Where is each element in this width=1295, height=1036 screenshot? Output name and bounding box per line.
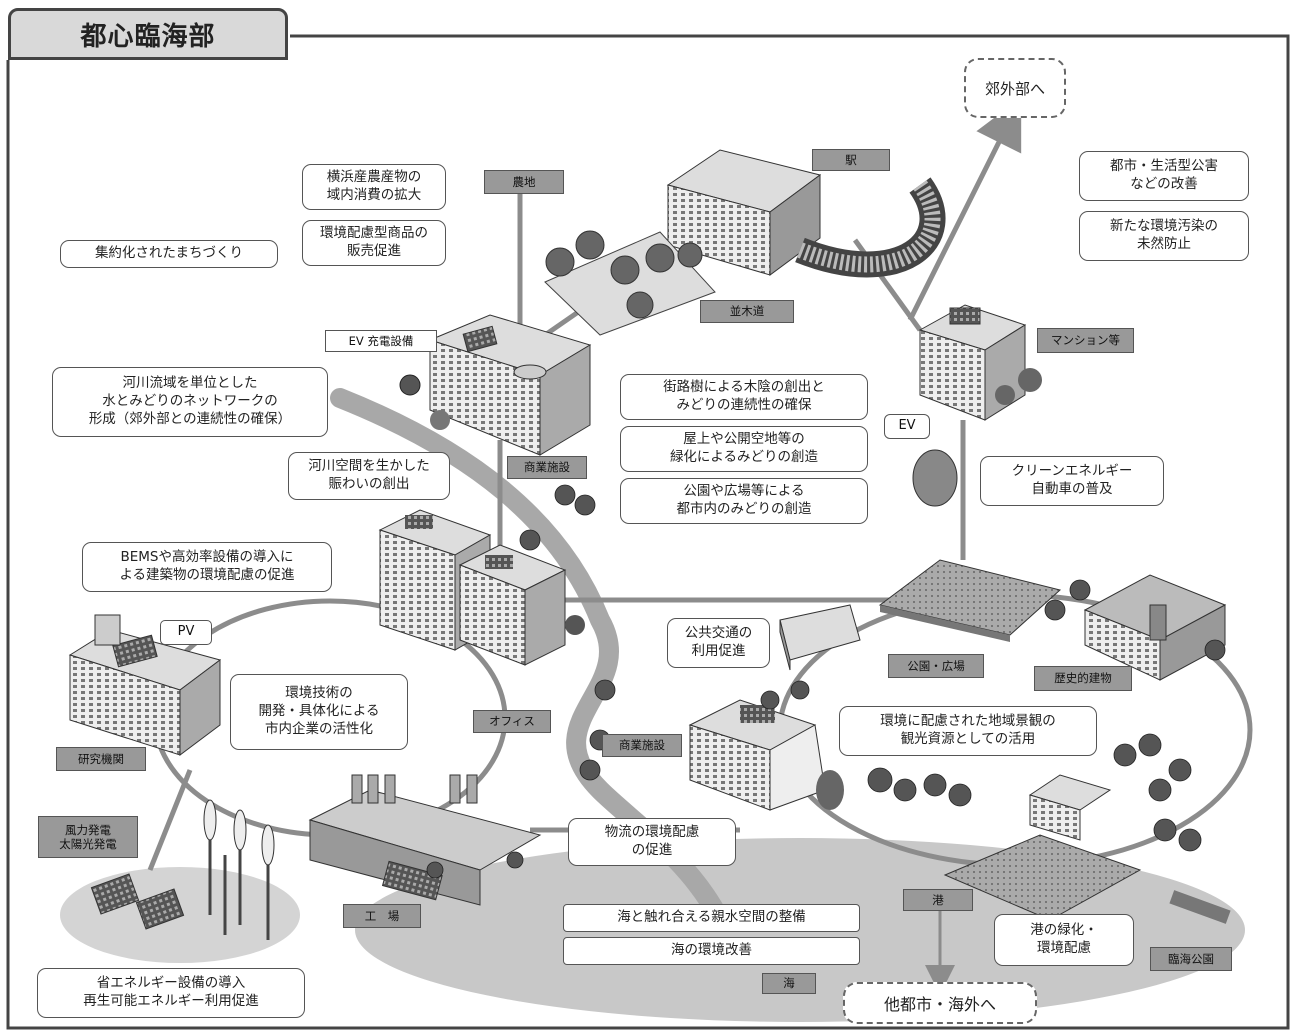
measure-sea-improve: 海の環境改善 — [563, 937, 860, 965]
measure-river-network: 河川流域を単位とした 水とみどりのネットワークの 形成（郊外部との連続性の確保） — [52, 367, 328, 437]
ev-car — [912, 449, 958, 507]
label-station: 駅 — [812, 149, 890, 171]
label-pv: PV — [160, 620, 212, 645]
wind-solar-farm — [90, 799, 275, 940]
label-ev-charging: EV 充電設備 — [325, 330, 437, 352]
destination-other-cities: 他都市・海外へ — [843, 982, 1037, 1024]
measure-yokohama-produce: 横浜産農産物の 域内消費の拡大 — [302, 164, 446, 210]
measure-energy-saving: 省エネルギー設備の導入 再生可能エネルギー利用促進 — [37, 968, 305, 1018]
measure-rooftop-green: 屋上や公開空地等の 緑化によるみどりの創造 — [620, 426, 868, 472]
measure-clean-vehicles: クリーンエネルギー 自動車の普及 — [980, 456, 1164, 506]
research-building — [68, 614, 222, 756]
measure-landscape-tourism: 環境に配慮された地域景観の 観光資源としての活用 — [839, 706, 1097, 756]
office-buildings — [378, 509, 585, 666]
mansion-building — [918, 304, 1042, 421]
label-office: オフィス — [473, 710, 551, 733]
destination-suburb: 郊外部へ — [964, 58, 1066, 118]
label-park-plaza: 公園・広場 — [888, 654, 984, 678]
label-sea: 海 — [762, 973, 816, 994]
commercial-building-upper — [399, 314, 592, 456]
label-commercial-lower: 商業施設 — [602, 734, 682, 757]
park-plaza — [878, 559, 1062, 642]
port-area — [943, 774, 1231, 924]
page-title: 都心臨海部 — [8, 8, 288, 60]
label-waterfront-park: 臨海公園 — [1150, 947, 1232, 971]
measure-waterfront-space: 海と触れ合える親水空間の整備 — [563, 904, 860, 932]
historic-building — [1083, 574, 1227, 681]
bus — [779, 604, 861, 671]
label-historic-building: 歴史的建物 — [1034, 666, 1132, 691]
measure-pollution-improve: 都市・生活型公害 などの改善 — [1079, 151, 1249, 201]
label-tree-lined-road: 並木道 — [700, 300, 794, 323]
measure-pollution-prevent: 新たな環境汚染の 未然防止 — [1079, 211, 1249, 261]
measure-bems: BEMSや高効率設備の導入に よる建築物の環境配慮の促進 — [82, 542, 332, 592]
measure-river-space: 河川空間を生かした 賑わいの創出 — [288, 452, 450, 500]
commercial-building-lower — [688, 699, 844, 811]
measure-public-transport: 公共交通の 利用促進 — [667, 618, 770, 668]
label-port: 港 — [903, 889, 973, 911]
measure-park-green: 公園や広場等による 都市内のみどりの創造 — [620, 478, 868, 524]
label-factory: 工 場 — [343, 904, 421, 928]
measure-street-trees: 街路樹による木陰の創出と みどりの連続性の確保 — [620, 374, 868, 420]
measure-compact-city: 集約化されたまちづくり — [60, 240, 278, 268]
label-wind-solar: 風力発電 太陽光発電 — [38, 816, 138, 858]
measure-logistics: 物流の環境配慮 の促進 — [568, 818, 736, 866]
measure-env-tech: 環境技術の 開発・具体化による 市内企業の活性化 — [230, 674, 408, 750]
label-commercial-upper: 商業施設 — [507, 456, 587, 479]
measure-eco-products: 環境配慮型商品の 販売促進 — [302, 220, 446, 266]
tree-lined-plaza — [544, 230, 716, 336]
label-ev: EV — [884, 414, 930, 439]
label-research: 研究機関 — [56, 747, 146, 771]
measure-port-green: 港の緑化・ 環境配慮 — [994, 914, 1134, 966]
outer-frame — [6, 34, 1290, 1030]
label-farmland: 農地 — [484, 170, 564, 194]
label-mansion: マンション等 — [1037, 328, 1134, 353]
station-building — [666, 149, 946, 278]
factory-building — [308, 774, 542, 906]
